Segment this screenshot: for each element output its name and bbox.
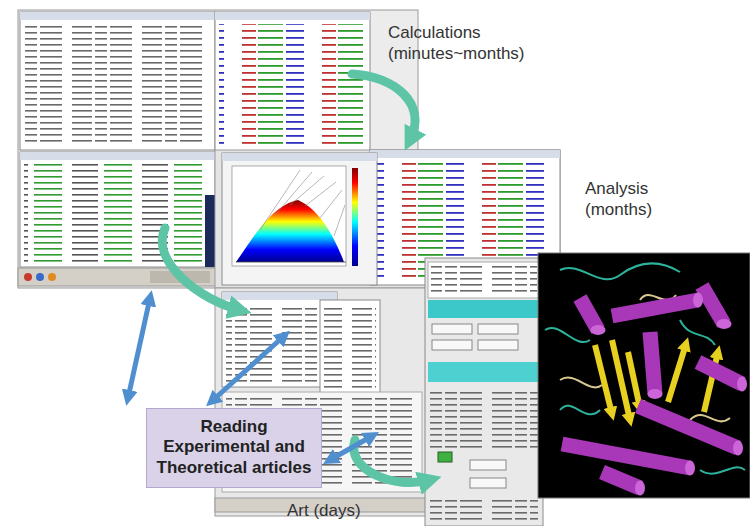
stage-label: Art (days) bbox=[287, 500, 387, 521]
protein-structure-render-part bbox=[545, 263, 745, 473]
reading-arrow-part bbox=[330, 436, 372, 460]
protein-structure-render-part-part bbox=[595, 345, 612, 414]
protein-structure-render-part-part bbox=[648, 389, 663, 399]
gui-panel-screenshot-part bbox=[478, 340, 518, 350]
analysis-screenshot-part bbox=[236, 200, 344, 262]
protein-structure-render-part-part bbox=[702, 286, 724, 324]
gui-panel-screenshot-part bbox=[430, 496, 538, 520]
protein-structure-render-part bbox=[591, 293, 748, 496]
calculation-screenshot-part bbox=[48, 273, 56, 281]
workflow-arrow-part bbox=[162, 228, 240, 310]
gui-panel-screenshot-part bbox=[438, 452, 452, 462]
calculation-screenshot-part bbox=[219, 24, 365, 148]
calculation-screenshot-part bbox=[36, 273, 44, 281]
protein-structure-render-part-part bbox=[612, 340, 630, 420]
protein-structure-render-part-part bbox=[690, 415, 730, 421]
gui-panel-screenshot-part bbox=[425, 258, 543, 526]
protein-structure-render-part bbox=[562, 286, 742, 488]
protein-structure-render-part-part bbox=[733, 441, 743, 456]
protein-structure-render bbox=[538, 253, 750, 498]
gui-panel-screenshot-part bbox=[430, 390, 538, 450]
protein-structure-render-part-part bbox=[650, 332, 655, 394]
gui-panel-screenshot-part bbox=[470, 478, 506, 488]
protein-structure-render-part-part bbox=[635, 481, 645, 496]
protein-structure-render-part-part bbox=[580, 298, 598, 330]
protein-structure-render-part-part bbox=[591, 325, 606, 335]
gui-panel-screenshot-part bbox=[432, 340, 472, 350]
analysis-screenshot-part bbox=[370, 150, 560, 158]
protein-structure-render-part-part bbox=[628, 352, 640, 408]
calculation-screenshot-part bbox=[215, 12, 370, 152]
protein-structure-render-part-part bbox=[717, 319, 732, 329]
calculation-screenshot-part bbox=[24, 164, 210, 262]
calculation-screenshot-part bbox=[20, 152, 215, 160]
analysis-screenshot-part bbox=[260, 170, 345, 236]
protein-structure-render-part-part bbox=[638, 406, 738, 448]
stage-label: Analysis (months) bbox=[585, 178, 675, 221]
calculation-screenshot-part bbox=[20, 12, 215, 20]
gui-panel-screenshot-part bbox=[432, 324, 472, 334]
gui-panel-screenshot-part bbox=[428, 362, 540, 382]
protein-structure-render-part-part bbox=[602, 472, 640, 488]
protein-structure-render-part bbox=[538, 253, 750, 498]
reading-box: Reading Experimental and Theoretical art… bbox=[146, 408, 322, 488]
gui-panel-screenshot-part bbox=[428, 262, 540, 298]
gui-panel-screenshot-part bbox=[431, 265, 537, 295]
gui-panel-screenshot bbox=[425, 258, 543, 526]
calculation-screenshot-part bbox=[24, 24, 209, 144]
protein-structure-render-part-part bbox=[700, 467, 745, 473]
protein-structure-render-part-part bbox=[612, 300, 698, 316]
protein-structure-render-part-part bbox=[737, 377, 747, 392]
calculation-screenshot-part bbox=[215, 12, 370, 20]
gui-panel-screenshot-part bbox=[478, 324, 518, 334]
protein-structure-render-part-part bbox=[668, 344, 686, 402]
art-screenshot-part bbox=[222, 292, 337, 300]
protein-structure-render-part-part bbox=[685, 461, 695, 476]
calculation-screenshot-part bbox=[24, 273, 32, 281]
protein-structure-render-part-part bbox=[698, 362, 742, 384]
workflow-arrow-part bbox=[352, 74, 415, 140]
workflow-arrow-part bbox=[354, 440, 430, 483]
protein-structure-render-part-part bbox=[560, 406, 600, 415]
protein-structure-render-part-part bbox=[680, 320, 715, 345]
analysis-screenshot-part bbox=[222, 153, 377, 285]
protein-structure-render-part-part bbox=[545, 328, 590, 342]
protein-structure-render-part-part bbox=[693, 293, 703, 308]
protein-structure-render-part-part bbox=[560, 378, 602, 388]
analysis-screenshot-part bbox=[236, 262, 346, 263]
protein-structure-render-part-part bbox=[562, 444, 690, 468]
gui-panel-screenshot-part bbox=[428, 300, 540, 318]
gui-panel-screenshot-part bbox=[470, 460, 506, 470]
protein-structure-render-part-part bbox=[560, 263, 680, 279]
reading-arrow-part bbox=[128, 298, 150, 398]
calculation-screenshot-part bbox=[20, 152, 215, 267]
calculation-screenshot-part bbox=[20, 12, 215, 150]
stage-label: Calculations (minutes~months) bbox=[388, 22, 538, 65]
analysis-screenshot-part bbox=[222, 153, 377, 161]
reading-arrow-part bbox=[212, 336, 284, 401]
analysis-screenshot-part bbox=[232, 166, 346, 266]
analysis-screenshot-part bbox=[352, 168, 358, 266]
box-text: Reading Experimental and Theoretical art… bbox=[155, 417, 313, 478]
